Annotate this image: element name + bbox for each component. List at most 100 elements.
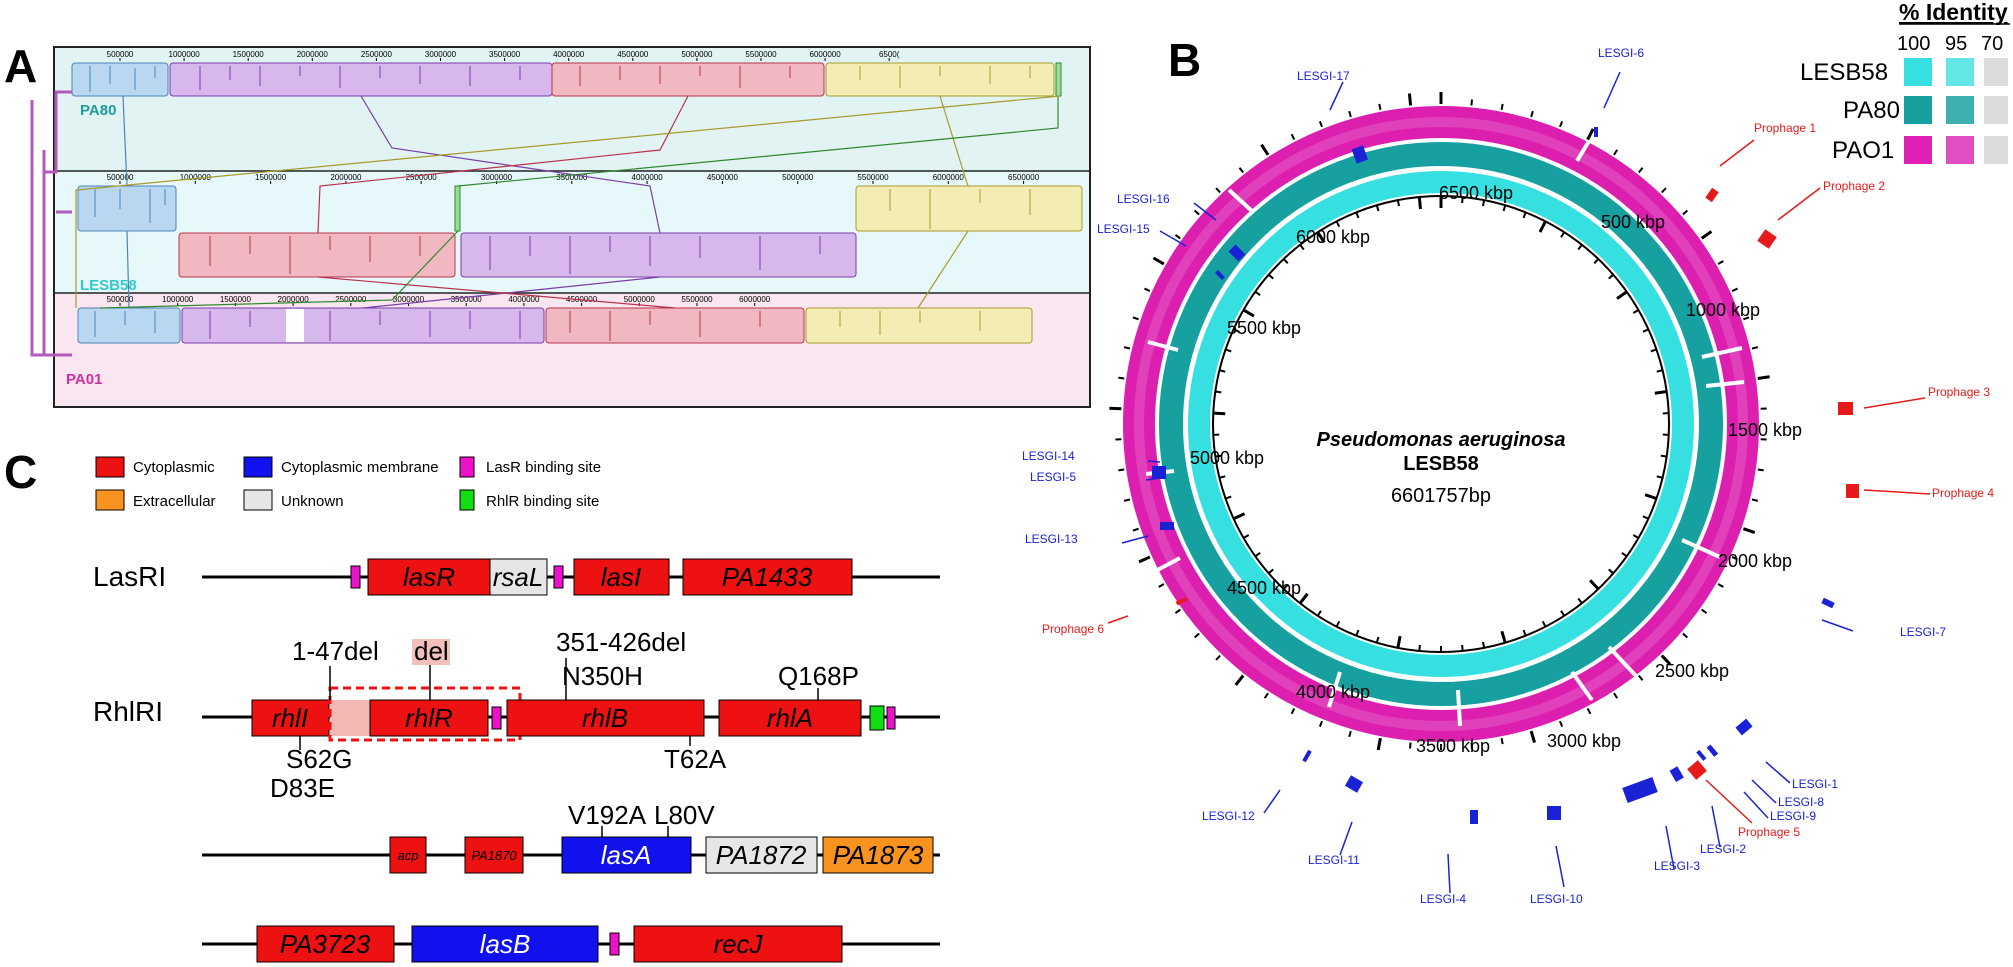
tick-label: 500000	[107, 295, 134, 304]
ring-tick	[1290, 133, 1296, 141]
ring-tick	[1215, 654, 1221, 661]
identity-legend-title: % Identity	[1899, 0, 2008, 25]
ring-tick	[1586, 128, 1595, 141]
coordinate-labels: 500 kbp 1000 kbp 1500 kbp 2000 kbp 2500 …	[1190, 183, 1802, 756]
swatch	[1946, 96, 1974, 124]
tick-label: 1000000	[162, 295, 194, 304]
ring-tick	[1500, 630, 1507, 644]
swatch	[1904, 136, 1932, 164]
operon-label-rhlri: RhlRI	[93, 696, 163, 727]
ring-tick	[1109, 406, 1122, 411]
island-label: LESGI-2	[1700, 842, 1746, 856]
mutation-label: del	[414, 636, 449, 666]
ring-tick	[1132, 527, 1139, 532]
gene-pa1872	[705, 836, 818, 874]
mutation-label: N350H	[562, 661, 643, 691]
legend-label: Cytoplasmic membrane	[281, 459, 439, 476]
ring-tick	[1682, 632, 1689, 639]
gene-label: lasI	[601, 562, 641, 592]
ring-tick	[1242, 308, 1255, 318]
tick-label: 3500000	[556, 173, 588, 182]
gene-pa1870	[464, 836, 524, 874]
tick-label: 3000000	[425, 50, 457, 59]
ring-tick	[1232, 512, 1246, 521]
gene-label: acp	[398, 848, 419, 863]
mutation-label: L80V	[654, 800, 715, 830]
ring-tick	[1717, 260, 1724, 265]
pa80-block-green	[1055, 62, 1062, 97]
legend-swatch-rhlr	[459, 489, 475, 511]
ring-tick	[1608, 568, 1614, 575]
lasr-binding-site	[350, 565, 361, 589]
ring-tick	[1541, 620, 1547, 628]
ring-tick	[1118, 376, 1125, 380]
gene-label: PA1873	[833, 840, 924, 870]
ring-tick	[1396, 199, 1400, 207]
gene-lasa	[561, 836, 692, 874]
ring-tick	[1731, 287, 1738, 292]
ring-tick	[1378, 103, 1382, 110]
gene-label: rhlR	[405, 703, 453, 733]
ring-tick	[1588, 579, 1600, 591]
ring-tick	[1290, 707, 1296, 715]
gene-rhla	[718, 699, 862, 737]
panel-a-label: A	[4, 40, 37, 92]
island-markers	[1152, 127, 1835, 824]
ring-tick	[1123, 346, 1131, 350]
ring-tick	[1355, 629, 1360, 637]
ring-tick	[1299, 244, 1305, 251]
ring-tick	[1593, 258, 1600, 265]
tick-label: 5000000	[624, 295, 656, 304]
identity-row-pao1: PAO1	[1832, 137, 1894, 164]
gene-label: PA1870	[471, 848, 517, 863]
prophage-labels: Prophage 1 Prophage 2 Prophage 3 Prophag…	[1042, 121, 1994, 839]
ring-tick	[1418, 644, 1421, 652]
ring-tick	[1225, 495, 1232, 500]
localization-legend: Cytoplasmic Cytoplasmic membrane LasR bi…	[95, 456, 601, 511]
ring-tick	[1586, 707, 1592, 715]
tick-label: 2000000	[297, 50, 329, 59]
ring-tick	[1243, 534, 1250, 539]
lasr-binding-site	[609, 932, 620, 956]
tick-label: 5500000	[857, 173, 889, 182]
lasr-binding-site	[491, 706, 502, 730]
ring-tick	[1225, 348, 1232, 353]
tick-label: 2500000	[406, 173, 438, 182]
tick-label: 1500000	[220, 295, 252, 304]
ring-tick	[1632, 309, 1639, 314]
ring-tick	[1193, 632, 1200, 639]
ring-tick	[1144, 287, 1151, 292]
tick-label: 500000	[107, 50, 134, 59]
ring-tick	[1335, 620, 1341, 628]
ring-tick	[1152, 256, 1165, 266]
gene-label: PA3723	[280, 929, 371, 959]
gene-recj	[633, 925, 843, 963]
ring-tick	[1396, 635, 1402, 649]
lasr-binding-site	[553, 565, 564, 589]
ring-tick	[1613, 692, 1619, 699]
identity-row-pa80: PA80	[1843, 97, 1900, 124]
ring-tick	[1316, 610, 1322, 617]
ring-tick	[1375, 636, 1380, 644]
ring-tick	[1577, 244, 1583, 251]
tick-label: 2500000	[361, 50, 393, 59]
swatch	[1904, 96, 1932, 124]
gene-label: lasR	[403, 562, 455, 592]
track-label-pa01: PA01	[66, 371, 102, 388]
ring-tick	[1743, 316, 1750, 321]
coord-label: 3500 kbp	[1416, 736, 1490, 756]
mutation-label: V192A	[568, 800, 647, 830]
ring-tick	[1238, 167, 1244, 174]
ring-tick	[1559, 120, 1564, 128]
legend-label: Extracellular	[133, 493, 216, 510]
tick-label: 6500000	[1008, 173, 1040, 182]
ring-tick	[1355, 211, 1360, 219]
gene-lasb	[411, 925, 599, 963]
mutation-label: Q168P	[778, 661, 859, 691]
gene-rsal	[489, 558, 548, 596]
ring-tick	[1316, 231, 1326, 244]
ring-tick	[1234, 674, 1245, 686]
gene-lasr	[367, 558, 491, 596]
